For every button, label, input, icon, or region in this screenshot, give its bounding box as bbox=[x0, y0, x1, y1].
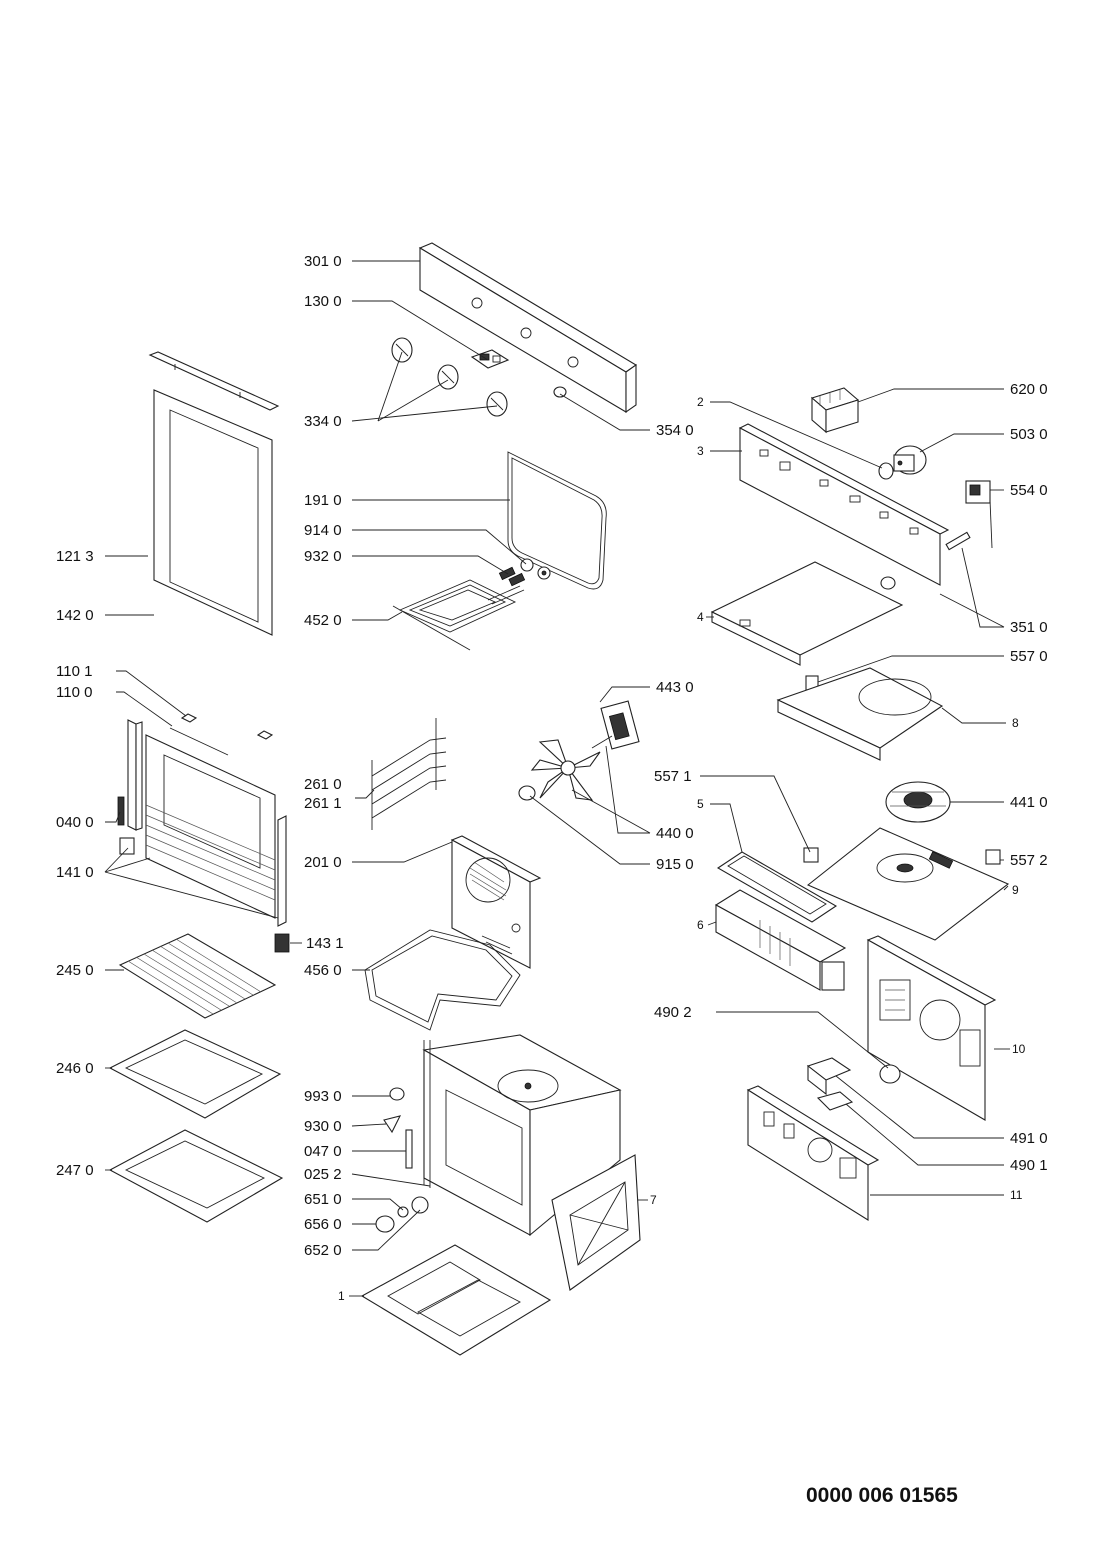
part-terminal-block bbox=[806, 1057, 852, 1096]
part-oven-cavity bbox=[422, 1034, 622, 1237]
part-small-fittings bbox=[375, 1087, 429, 1233]
label-620-0: 620 0 bbox=[1010, 381, 1048, 398]
part-cover-plate bbox=[710, 561, 904, 666]
label-201-0: 201 0 bbox=[304, 854, 342, 871]
part-lamp-button bbox=[553, 386, 567, 398]
label-1: 1 bbox=[338, 1289, 345, 1303]
part-tray-deep bbox=[108, 1129, 284, 1223]
label-7: 7 bbox=[650, 1193, 657, 1207]
label-932-0: 932 0 bbox=[304, 548, 342, 565]
part-490-knob bbox=[879, 1064, 901, 1084]
label-651-0: 651 0 bbox=[304, 1191, 342, 1208]
label-334-0: 334 0 bbox=[304, 413, 342, 430]
label-191-0: 191 0 bbox=[304, 492, 342, 509]
label-456-0: 456 0 bbox=[304, 962, 342, 979]
label-930-0: 930 0 bbox=[304, 1118, 342, 1135]
label-11: 11 bbox=[1010, 1188, 1023, 1202]
part-tray-shallow bbox=[108, 1029, 282, 1119]
part-side-plate bbox=[551, 1154, 641, 1291]
label-261-1: 261 1 bbox=[304, 795, 342, 812]
part-door-clip bbox=[274, 933, 290, 953]
label-025-2: 025 2 bbox=[304, 1166, 342, 1183]
part-door-frame bbox=[117, 719, 287, 927]
part-shelf-runners bbox=[371, 718, 447, 830]
part-rear-panel bbox=[866, 935, 997, 1121]
part-door-trim bbox=[148, 351, 280, 411]
part-inner-glass bbox=[153, 389, 273, 636]
label-4: 4 bbox=[697, 610, 704, 624]
label-2: 2 bbox=[697, 395, 704, 409]
label-652-0: 652 0 bbox=[304, 1242, 342, 1259]
part-sleeve bbox=[878, 462, 894, 480]
part-490-block bbox=[816, 1091, 854, 1111]
label-8: 8 bbox=[1012, 716, 1019, 730]
label-247-0: 247 0 bbox=[56, 1162, 94, 1179]
label-557-2: 557 2 bbox=[1010, 852, 1048, 869]
part-fan-housing bbox=[776, 667, 944, 761]
label-491-0: 491 0 bbox=[1010, 1130, 1048, 1147]
label-554-0: 554 0 bbox=[1010, 482, 1048, 499]
part-grill-element bbox=[392, 579, 525, 651]
label-354-0: 354 0 bbox=[656, 422, 694, 439]
label-440-0: 440 0 bbox=[656, 825, 694, 842]
label-110-1: 110 1 bbox=[56, 663, 92, 680]
part-turnspit-motor bbox=[893, 445, 927, 475]
part-tangential-fan bbox=[885, 781, 951, 823]
part-fan-blade bbox=[530, 739, 601, 801]
label-490-2: 490 2 bbox=[654, 1004, 692, 1021]
label-10: 10 bbox=[1012, 1042, 1026, 1056]
label-914-0: 914 0 bbox=[304, 522, 342, 539]
part-circular-element bbox=[364, 929, 521, 1031]
part-hinges bbox=[169, 713, 274, 756]
part-thermostat bbox=[945, 480, 993, 551]
part-base-plate bbox=[806, 827, 1010, 941]
part-control-panel bbox=[418, 242, 638, 414]
label-9: 9 bbox=[1012, 883, 1019, 897]
part-bottom-plate bbox=[360, 1244, 552, 1356]
part-duct bbox=[714, 889, 847, 991]
label-351-0: 351 0 bbox=[1010, 619, 1048, 636]
label-5: 5 bbox=[697, 797, 704, 811]
label-121-3: 121 3 bbox=[56, 548, 94, 565]
part-fan-motor bbox=[591, 700, 640, 750]
label-047-0: 047 0 bbox=[304, 1143, 342, 1160]
part-electrical-panel bbox=[746, 1085, 880, 1221]
part-small-switch bbox=[470, 349, 510, 369]
label-656-0: 656 0 bbox=[304, 1216, 342, 1233]
part-door-seal bbox=[507, 451, 607, 590]
label-142-0: 142 0 bbox=[56, 607, 94, 624]
part-rail bbox=[716, 851, 838, 923]
document-number: 0000 006 01565 bbox=[806, 1484, 958, 1507]
label-452-0: 452 0 bbox=[304, 612, 342, 629]
label-141-0: 141 0 bbox=[56, 864, 94, 881]
label-6: 6 bbox=[697, 918, 704, 932]
part-control-frame bbox=[738, 423, 950, 590]
part-sensor-mid bbox=[803, 847, 819, 863]
label-490-1: 490 1 bbox=[1010, 1157, 1048, 1174]
label-443-0: 443 0 bbox=[656, 679, 694, 696]
label-110-0: 110 0 bbox=[56, 684, 92, 701]
label-915-0: 915 0 bbox=[656, 856, 694, 873]
part-fan-cover bbox=[450, 835, 542, 969]
part-sensor-right bbox=[985, 849, 1001, 865]
label-245-0: 245 0 bbox=[56, 962, 94, 979]
label-993-0: 993 0 bbox=[304, 1088, 342, 1105]
label-301-0: 301 0 bbox=[304, 253, 342, 270]
leader-lines bbox=[104, 260, 1010, 1297]
label-143-1: 143 1 bbox=[306, 935, 344, 952]
label-557-1: 557 1 bbox=[654, 768, 692, 785]
callout-labels: 301 0 130 0 334 0 354 0 191 0 914 0 932 … bbox=[56, 253, 1048, 1303]
label-246-0: 246 0 bbox=[56, 1060, 94, 1077]
label-503-0: 503 0 bbox=[1010, 426, 1048, 443]
part-knobs bbox=[391, 337, 508, 417]
label-3: 3 bbox=[697, 444, 704, 458]
label-040-0: 040 0 bbox=[56, 814, 94, 831]
part-wire-rack bbox=[118, 933, 277, 1019]
label-557-0: 557 0 bbox=[1010, 648, 1048, 665]
label-130-0: 130 0 bbox=[304, 293, 342, 310]
label-441-0: 441 0 bbox=[1010, 794, 1048, 811]
part-timer bbox=[810, 387, 860, 434]
label-261-0: 261 0 bbox=[304, 776, 342, 793]
